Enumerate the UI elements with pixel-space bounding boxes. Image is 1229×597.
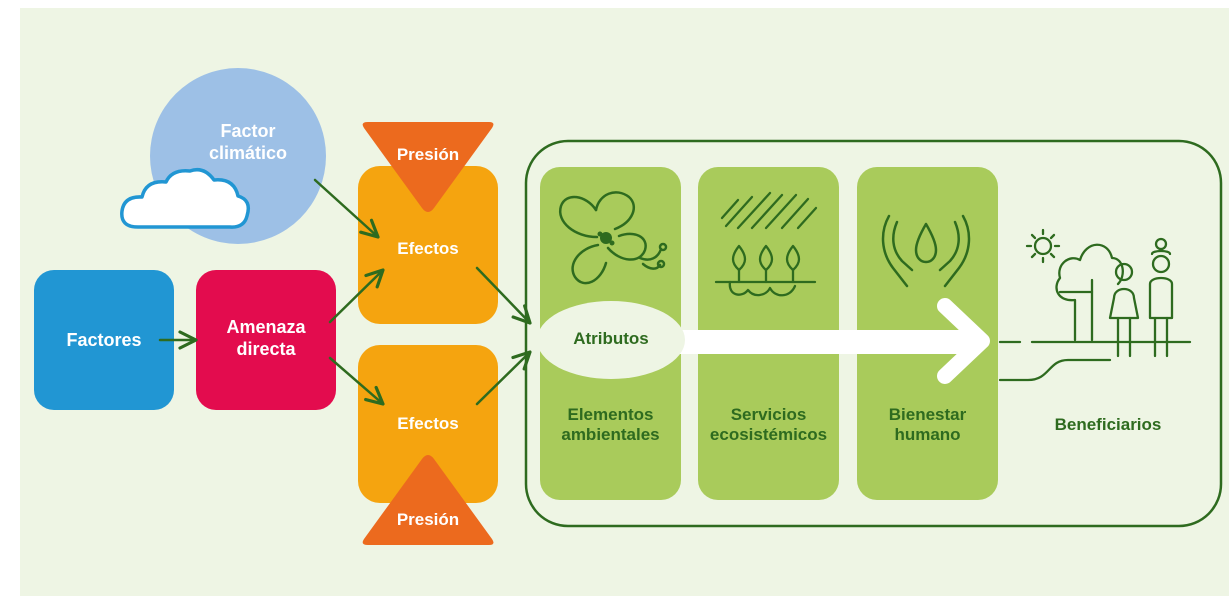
factores-label: Factores — [66, 330, 142, 350]
rain-plants-icon — [714, 191, 818, 297]
beneficiarios-label: Beneficiarios — [1054, 415, 1162, 434]
efectos-bottom-label: Efectos — [397, 414, 459, 433]
atributos-label: Atributos — [573, 329, 649, 348]
presion-bottom-triangle — [362, 455, 494, 545]
arrow-efectos-bottom-atributos — [475, 350, 532, 406]
amenaza-label: Amenaza directa — [226, 317, 306, 359]
arrow-amenaza-efectos-top — [328, 268, 385, 324]
flower-icon — [558, 191, 668, 285]
bienestar-label: Bienestar humano — [888, 405, 967, 445]
efectos-top-label: Efectos — [397, 239, 459, 258]
presion-top-triangle — [362, 122, 494, 212]
amenaza-box — [196, 270, 336, 410]
presion-bottom-label: Presión — [396, 510, 460, 529]
factores-box — [34, 270, 174, 410]
elementos-label: Elementos ambientales — [561, 405, 660, 445]
ecosystem-container — [524, 139, 1223, 528]
arrow-amenaza-efectos-bottom — [328, 356, 385, 406]
hands-water-drop-icon — [881, 214, 971, 288]
arrow-climate-efectos — [313, 178, 380, 239]
servicios-label: Servicios ecosistémicos — [709, 405, 828, 445]
family-park-icon — [998, 228, 1192, 382]
flow-arrow-band — [640, 330, 980, 354]
efectos-top-box — [358, 166, 498, 324]
factor-climatico-label: Factor climático — [208, 121, 288, 163]
cloud-icon — [120, 167, 251, 229]
presion-top-label: Presión — [396, 145, 460, 164]
efectos-bottom-box — [358, 345, 498, 503]
atributos-ellipse — [537, 301, 685, 379]
flow-arrow-head — [937, 298, 990, 384]
arrow-efectos-top-atributos — [475, 266, 532, 325]
